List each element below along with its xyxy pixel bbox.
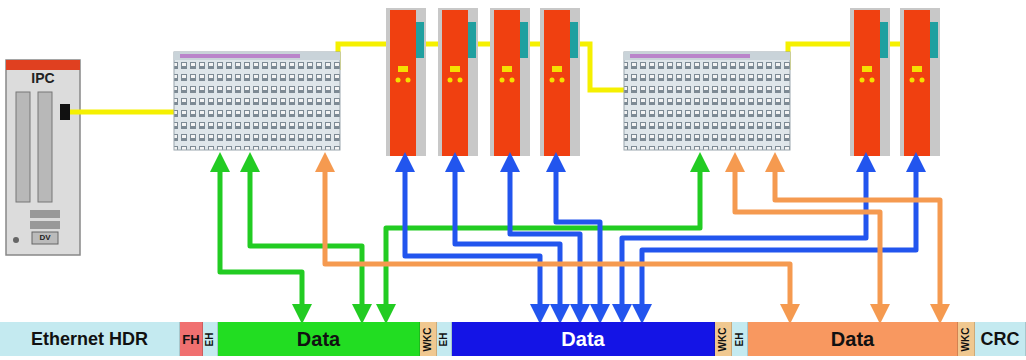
ethernet-header: Ethernet HDR	[0, 322, 180, 356]
working-counter: WKC	[420, 322, 437, 356]
crc-field: CRC	[975, 322, 1026, 356]
data-field: Data	[452, 322, 715, 356]
field-label: WKC	[423, 327, 434, 351]
field-label: Ethernet HDR	[31, 329, 148, 350]
button-label: DV	[34, 233, 56, 242]
field-label: EH	[439, 332, 450, 346]
data-field: Data	[218, 322, 420, 356]
ipc-housing	[6, 60, 80, 255]
field-label: EH	[734, 332, 745, 346]
field-label: FH	[182, 332, 199, 347]
servo-drive	[386, 8, 940, 156]
frame-header: FH	[180, 322, 203, 356]
ecat-header: EH	[203, 322, 218, 356]
field-label: WKC	[961, 327, 972, 351]
working-counter: WKC	[958, 322, 975, 356]
field-label: WKC	[718, 327, 729, 351]
field-label: Data	[831, 328, 874, 351]
field-label: CRC	[981, 329, 1020, 350]
ecat-header: EH	[437, 322, 452, 356]
io-terminal-block	[174, 52, 790, 150]
data-field: Data	[748, 322, 958, 356]
mapping-arrows	[220, 162, 940, 314]
controller-box: IPC	[6, 70, 80, 90]
ecat-header: EH	[732, 322, 748, 356]
working-counter: WKC	[715, 322, 732, 356]
field-label: Data	[561, 328, 604, 351]
field-label: EH	[205, 332, 216, 346]
field-label: IPC	[31, 70, 54, 86]
field-label: Data	[297, 328, 340, 351]
